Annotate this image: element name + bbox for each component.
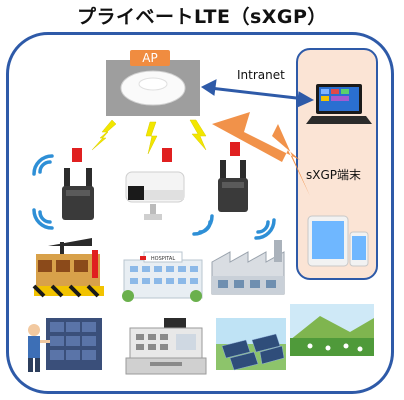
terminal-link-lightning-icon <box>212 112 310 196</box>
laptop-icon <box>306 84 372 124</box>
ap-lightning-icons <box>91 119 207 155</box>
tablet-icon <box>307 215 349 267</box>
security-camera-icon <box>125 148 185 220</box>
lte-router-left-icon <box>62 148 94 220</box>
diagram-title: プライベートLTE（sXGP） <box>77 6 327 28</box>
hospital-building-icon <box>122 251 203 302</box>
rural-landscape-image <box>290 304 374 356</box>
network-boundary-frame <box>6 32 394 394</box>
sim-card-icon <box>162 148 172 162</box>
factory-icon <box>211 240 285 295</box>
ap-label: AP <box>130 50 170 66</box>
sim-card-icon <box>230 142 240 156</box>
lte-router-right-icon <box>218 142 248 212</box>
intranet-arrow-icon <box>201 79 315 108</box>
wifi-signal-icon <box>32 154 276 240</box>
sim-card-icon <box>72 148 82 162</box>
cash-register-icon <box>125 318 207 375</box>
smartphone-icon <box>349 231 369 267</box>
solar-farm-image <box>216 318 286 371</box>
worker-lockers-icon <box>28 318 102 372</box>
construction-site-icon <box>32 238 104 298</box>
terminals-label: sXGP端末 <box>306 168 362 182</box>
hospital-sign: HOSPITAL <box>151 256 175 262</box>
intranet-label: Intranet <box>237 68 285 82</box>
